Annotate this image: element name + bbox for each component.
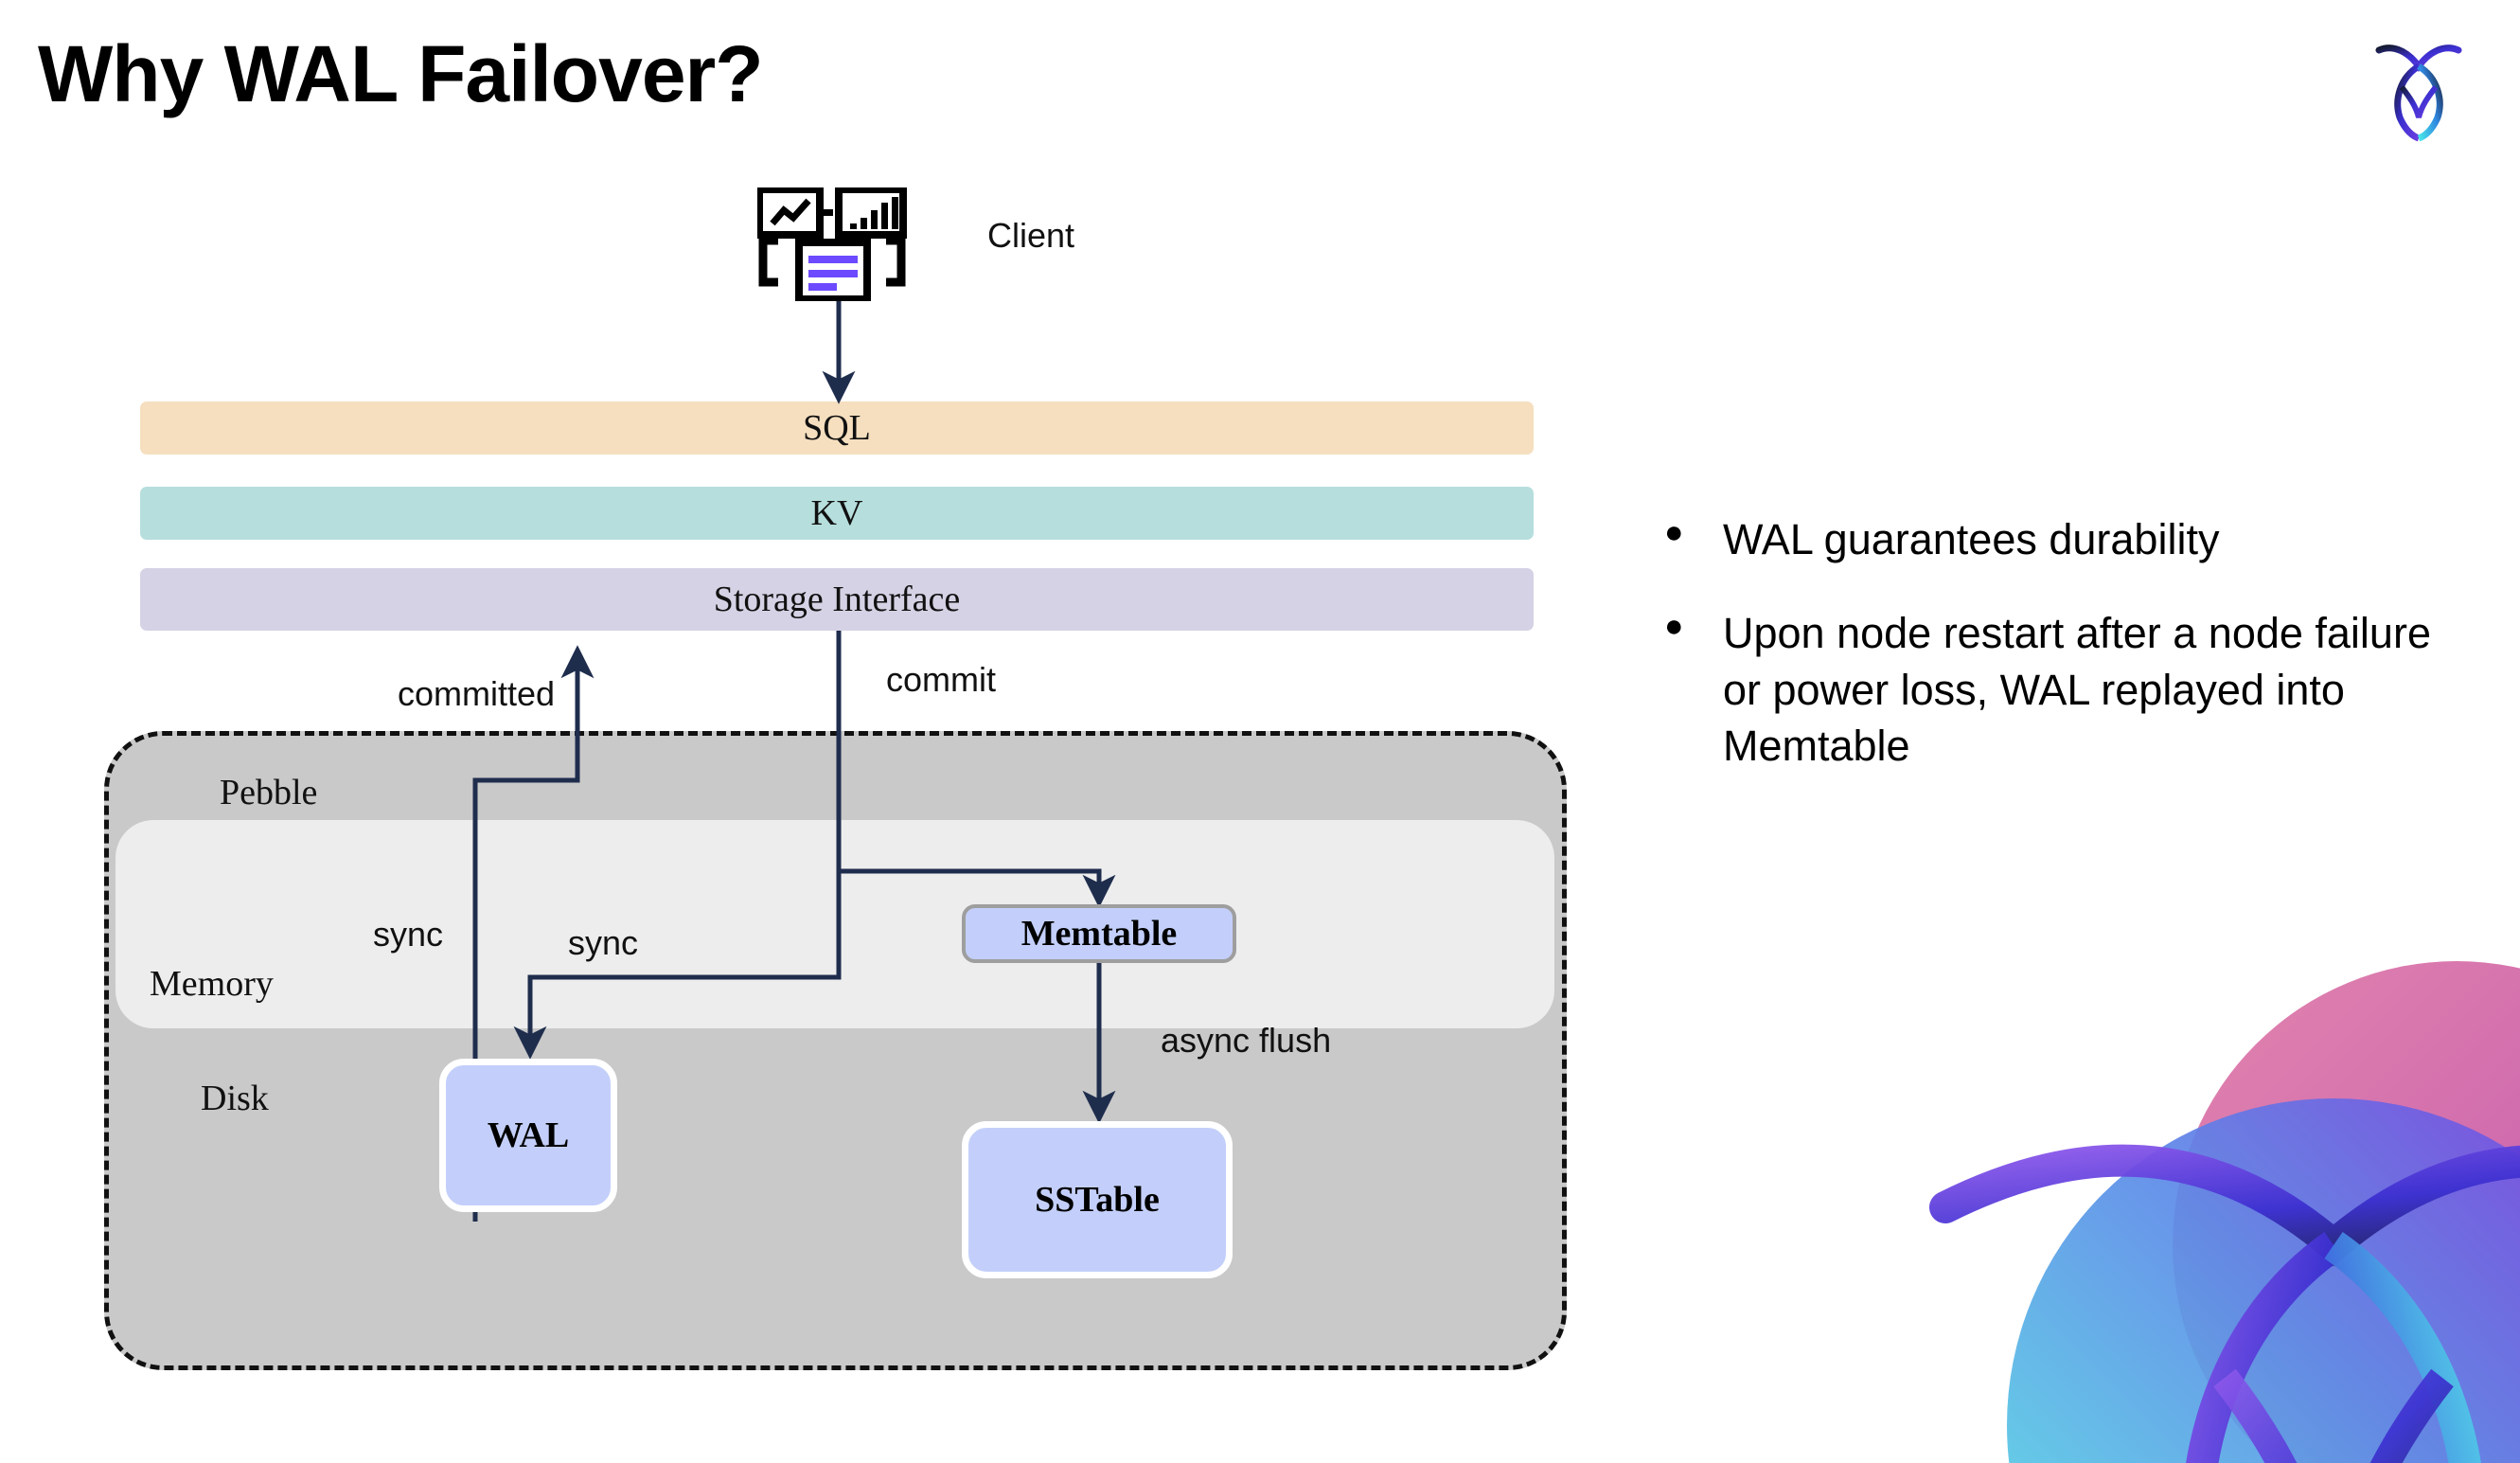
layer-bar-storage-interface-label: Storage Interface [713,580,961,619]
disk-label: Disk [201,1079,269,1118]
edge-label-sync-right: sync [568,923,639,962]
node-sstable-label: SSTable [1035,1180,1160,1220]
client-label: Client [987,216,1075,255]
layer-bar-kv-label: KV [810,493,863,533]
bullet-marker-icon: ● [1664,608,1684,645]
edge-label-async-flush: async flush [1161,1021,1332,1060]
layer-bar-kv: KV [140,487,1534,540]
page-title: Why WAL Failover? [38,29,764,118]
bullet-text: WAL guarantees durability [1723,515,2220,563]
node-sstable: SSTable [962,1121,1233,1278]
memory-region [115,820,1554,1028]
list-item: ● WAL guarantees durability [1664,511,2478,567]
bullet-marker-icon: ● [1664,514,1684,550]
node-memtable: Memtable [962,904,1236,963]
layer-bar-sql: SQL [140,401,1534,455]
node-wal-label: WAL [487,1115,570,1155]
edge-label-commit: commit [886,660,996,699]
edge-label-sync-left: sync [373,915,444,954]
list-item: ● Upon node restart after a node failure… [1664,605,2478,774]
bullet-text: Upon node restart after a node failure o… [1723,609,2431,771]
client-dashboard-icon [755,186,909,303]
bullet-list: ● WAL guarantees durability ● Upon node … [1664,511,2478,812]
pebble-label: Pebble [220,773,318,812]
memory-label: Memory [150,964,274,1004]
architecture-diagram: Client SQL KV Storage Interface Pebble M… [104,186,1567,1370]
node-wal: WAL [439,1059,617,1212]
edge-label-committed: committed [398,674,556,713]
layer-bar-sql-label: SQL [803,408,871,448]
cockroachdb-logo-icon [2362,28,2476,142]
cockroachdb-watermark-icon [1926,933,2520,1463]
node-memtable-label: Memtable [1020,914,1178,954]
layer-bar-storage-interface: Storage Interface [140,568,1534,631]
